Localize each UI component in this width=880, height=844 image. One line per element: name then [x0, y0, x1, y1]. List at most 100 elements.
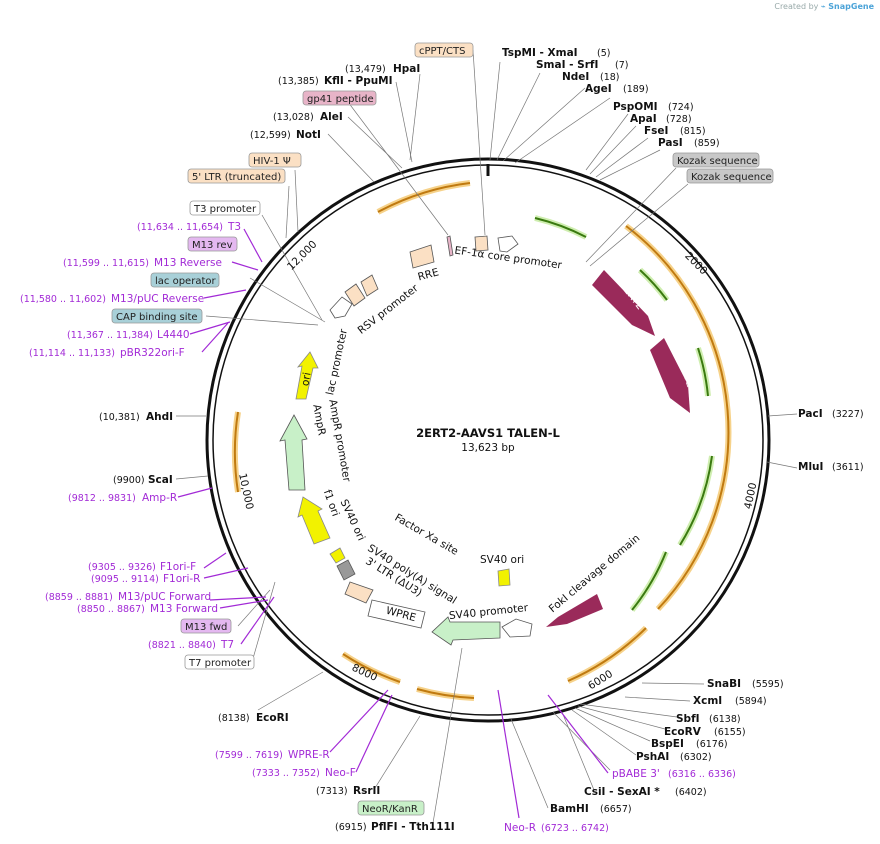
site-noti-pos: (12,599) — [250, 130, 291, 141]
svg-text:NeoR/KanR: NeoR/KanR — [362, 804, 418, 815]
gp41-box — [446, 235, 454, 257]
site-ahdi-pos: (10,381) — [99, 412, 140, 423]
primer-pbabe: pBABE 3' — [612, 768, 660, 780]
svg-text:cPPT/CTS: cPPT/CTS — [419, 46, 465, 57]
site-apai-pos: (728) — [666, 114, 692, 125]
site-pshai: PshAI — [636, 751, 669, 763]
label-lac: lac promoter — [324, 327, 350, 396]
credit-prefix: Created by — [774, 2, 819, 11]
site-hpai: HpaI — [393, 63, 420, 75]
site-csii-sexai: CsiI - SexAI * — [584, 786, 660, 798]
box-lac-operator: lac operator — [150, 272, 220, 288]
svg-text:gp41 peptide: gp41 peptide — [307, 94, 374, 105]
site-fsei-pos: (815) — [680, 126, 706, 137]
site-bamhi-pos: (6657) — [600, 804, 632, 815]
tick-4000: 4000 — [742, 482, 759, 511]
site-xcmi-pos: (5894) — [735, 696, 767, 707]
box-kozak-2: Kozak sequence — [686, 168, 774, 184]
primer-m13fwd-pos: (8850 .. 8867) — [77, 604, 145, 615]
primer-m13rev-pos: (11,599 .. 11,615) — [63, 258, 149, 269]
site-pflfi-pos: (6915) — [335, 822, 367, 833]
ori-arrow-top — [295, 351, 319, 400]
site-xcmi: XcmI — [693, 695, 722, 707]
site-bamhi: BamHI — [550, 803, 589, 815]
svg-text:M13 rev: M13 rev — [192, 240, 233, 251]
primer-m13puc-rev-pos: (11,580 .. 11,602) — [20, 294, 106, 305]
svg-text:lac operator: lac operator — [155, 276, 216, 287]
site-alei-pos: (13,028) — [273, 112, 314, 123]
box-hiv1-psi: HIV-1 Ψ — [248, 152, 302, 168]
primer-t3-pos: (11,634 .. 11,654) — [137, 222, 223, 233]
label-ampr-promoter: AmpR promoter — [326, 398, 352, 483]
ampr-arrow — [279, 414, 308, 491]
svg-text:T7 promoter: T7 promoter — [188, 658, 252, 669]
primer-t7: T7 — [220, 639, 234, 651]
box-kozak-1: Kozak sequence — [672, 152, 760, 168]
site-noti: NotI — [296, 129, 321, 141]
primer-f1ori-f-pos: (9305 .. 9326) — [88, 562, 156, 573]
primer-neo-f-pos: (7333 .. 7352) — [252, 768, 320, 779]
ef1a-arrow — [497, 235, 519, 253]
svg-text:Kozak sequence: Kozak sequence — [677, 156, 758, 167]
label-sv40ori-left: SV40 ori — [338, 498, 368, 543]
site-sbfi: SbfI — [676, 713, 700, 725]
site-kfli-ppumi: KflI - PpuMI — [324, 75, 393, 87]
box-cppt: cPPT/CTS — [414, 42, 474, 58]
primer-m13puc-fwd: M13/pUC Forward — [118, 591, 211, 603]
box-m13fwd: M13 fwd — [180, 618, 232, 634]
tick-2000: 2000 — [682, 250, 709, 277]
ltr-box — [344, 581, 374, 604]
site-hpai-pos: (13,479) — [345, 64, 386, 75]
primer-pbr322: pBR322ori-F — [120, 347, 185, 359]
primer-neo-f: Neo-F — [325, 767, 356, 779]
site-bspei: BspEI — [651, 738, 684, 750]
backbone-outer — [205, 157, 771, 723]
site-alei: AleI — [320, 111, 343, 123]
primer-l4440: L4440 — [157, 329, 190, 341]
svg-text:HIV-1 Ψ: HIV-1 Ψ — [253, 156, 291, 167]
primer-m13puc-rev: M13/pUC Reverse — [111, 293, 204, 305]
box-5ltr: 5' LTR (truncated) — [187, 168, 286, 184]
site-ndei-pos: (18) — [600, 72, 620, 83]
polya-gray — [336, 559, 356, 581]
feature-green-right3 — [629, 550, 669, 612]
site-pflfi-tth111i: PflFI - Tth111I — [371, 821, 455, 833]
sv40-ori-box — [497, 568, 511, 587]
site-mlui: MluI — [798, 461, 823, 473]
primer-t7-pos: (8821 .. 8840) — [148, 640, 216, 651]
cppt-box — [474, 235, 489, 252]
svg-text:Kozak sequence: Kozak sequence — [691, 172, 772, 183]
feature-orange-right — [624, 223, 732, 612]
primer-m13fwd: M13 Forward — [150, 603, 218, 615]
ert2-arrow-1 — [592, 270, 655, 336]
site-pasi: PasI — [658, 137, 683, 149]
rre-box — [409, 244, 435, 269]
primer-ampr-pos: (9812 .. 9831) — [68, 493, 136, 504]
primer-neo-r-pos: (6723 .. 6742) — [541, 823, 609, 834]
primer-ampr: Amp-R — [142, 492, 177, 504]
site-agei: AgeI — [585, 83, 612, 95]
site-ecorv: EcoRV — [664, 726, 702, 738]
fokI-arrow — [546, 594, 603, 627]
label-ampr: AmpR — [310, 403, 327, 436]
site-paci-pos: (3227) — [832, 409, 864, 420]
lac-arrow — [329, 296, 353, 319]
primer-wpre-r-pos: (7599 .. 7619) — [215, 750, 283, 761]
label-factor-xa: Factor Xa site — [392, 512, 460, 558]
site-smai-pos: (7) — [615, 60, 628, 71]
site-csii-pos: (6402) — [675, 787, 707, 798]
site-ecori-pos: (8138) — [218, 713, 250, 724]
site-snabi: SnaBI — [707, 678, 741, 690]
primer-f1ori-r-pos: (9095 .. 9114) — [91, 574, 159, 585]
site-scai: ScaI — [148, 474, 173, 486]
label-sv40ori-right: SV40 ori — [480, 554, 524, 566]
site-kfli-pos: (13,385) — [278, 76, 319, 87]
svg-text:T3 promoter: T3 promoter — [193, 204, 257, 215]
site-snabi-pos: (5595) — [752, 679, 784, 690]
site-fsei: FseI — [644, 125, 668, 137]
primer-f1ori-r: F1ori-R — [163, 573, 200, 585]
primer-pbr322-pos: (11,114 .. 11,133) — [29, 348, 115, 359]
site-pasi-pos: (859) — [694, 138, 720, 149]
site-rsrii: RsrII — [353, 785, 380, 797]
